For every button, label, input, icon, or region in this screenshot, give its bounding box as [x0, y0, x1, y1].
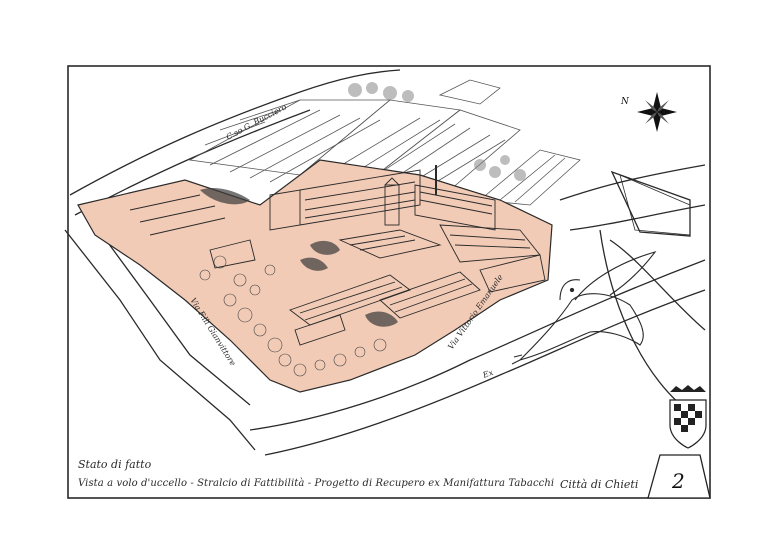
city-label: Città di Chieti	[560, 478, 639, 491]
factory-buildings	[129, 165, 546, 346]
sheet-number-tab: 2	[647, 454, 711, 499]
street-label-ex: Ex	[481, 368, 495, 381]
trees	[199, 255, 387, 377]
compass-rose-icon: N	[620, 92, 677, 132]
seagull-icon	[511, 251, 657, 365]
sheet-number: 2	[671, 469, 685, 493]
compass-label: N	[620, 97, 630, 107]
caption-title: Stato di fatto	[78, 458, 152, 471]
caption-description: Vista a volo d'uccello - Stralcio di Fat…	[78, 478, 555, 489]
project-area-highlight	[77, 159, 553, 393]
coat-of-arms-icon	[669, 385, 707, 449]
drawing-frame	[67, 65, 711, 499]
background-trees	[348, 82, 526, 181]
dark-vegetation	[200, 188, 398, 327]
